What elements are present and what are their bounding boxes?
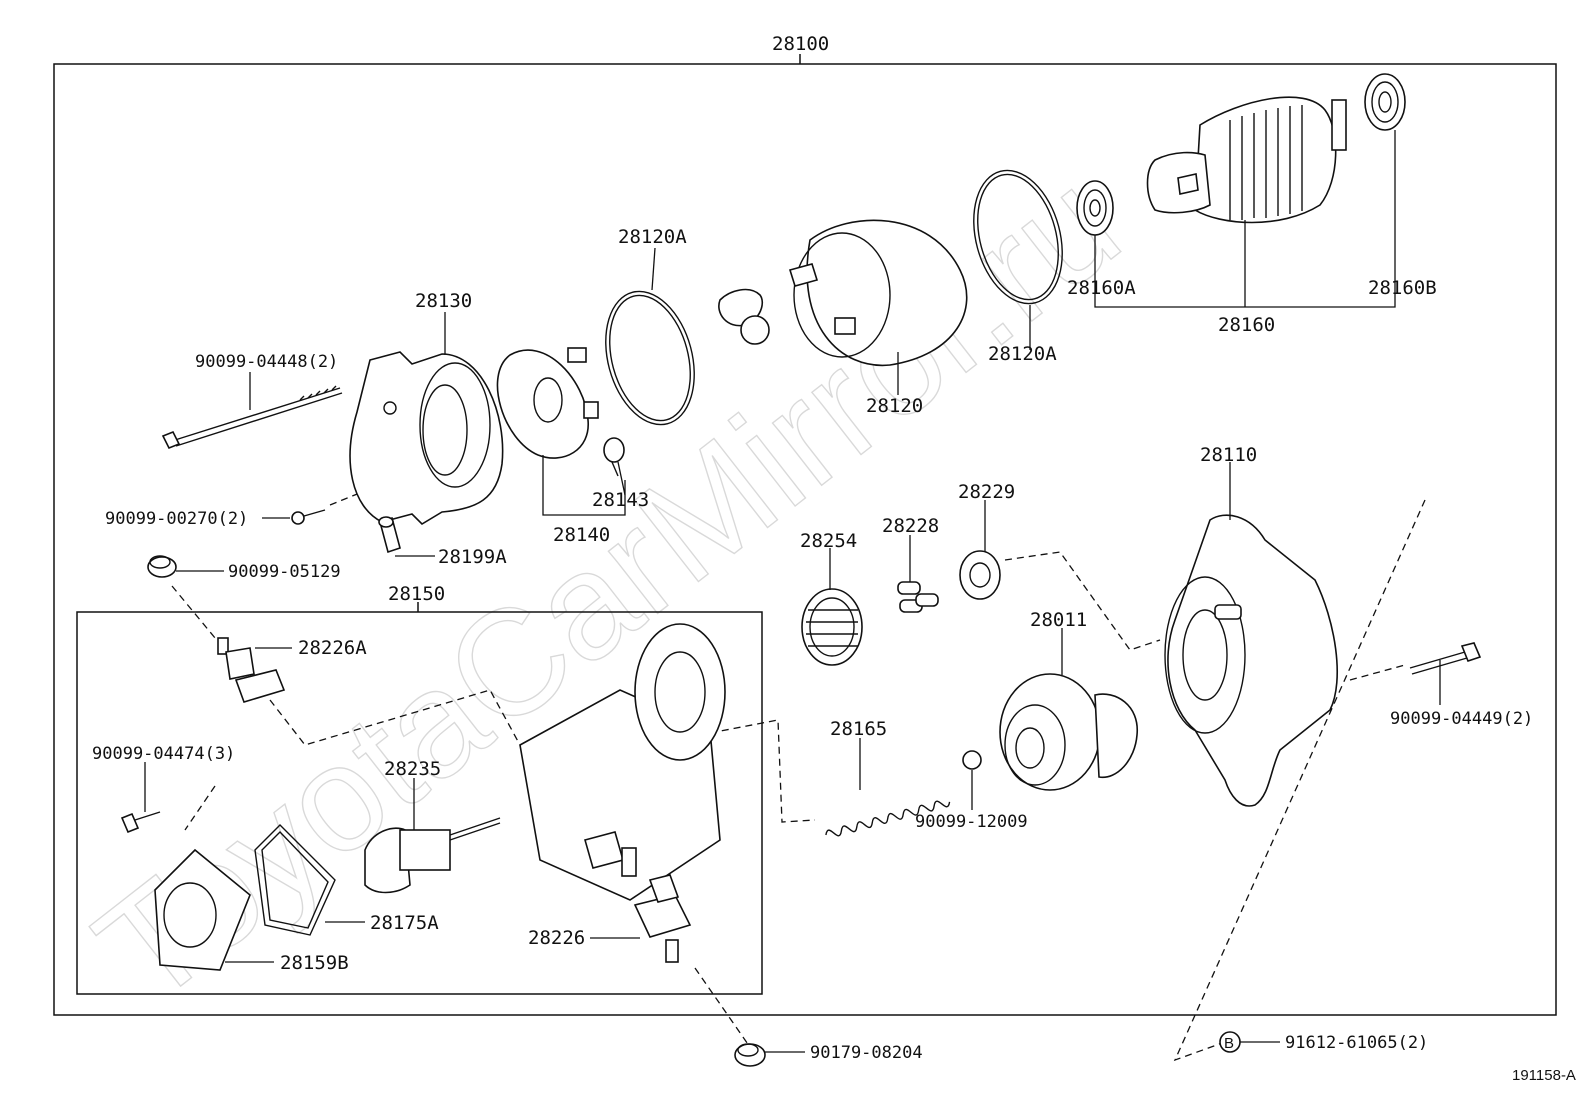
armature-28160 [1146, 96, 1347, 224]
end-cover-28130 [349, 351, 504, 526]
dashed-line-frame-bolt [1349, 664, 1406, 681]
label-90099-05129: 90099-05129 [228, 562, 341, 582]
dashed-line-nut [694, 967, 753, 1051]
through-bolt-90099-04448 [161, 385, 343, 450]
cover-28159B [154, 848, 251, 971]
solenoid-housing-28150 [519, 623, 726, 901]
o-ring-28120A-left-inner [609, 294, 691, 422]
label-90179-08204: 90179-08204 [810, 1043, 923, 1063]
clutch-28011 [999, 673, 1138, 791]
label-28160A: 28160A [1067, 277, 1136, 299]
label-28199A: 28199A [438, 546, 507, 568]
label-91612-61065: 91612-61065(2) [1285, 1033, 1428, 1053]
terminal-28226 [633, 874, 692, 963]
yoke-28120 [718, 219, 968, 367]
label-90099-04448: 90099-04448(2) [195, 352, 338, 372]
b-marker: B [1224, 1035, 1234, 1052]
bolt-90099-04474 [120, 811, 161, 834]
label-28228: 28228 [882, 515, 939, 537]
dashed-line-b-marker [1173, 499, 1426, 1062]
plug-90099-05129 [147, 555, 177, 578]
gasket-28175A [254, 824, 336, 936]
retainer-28229 [959, 550, 1001, 600]
label-28150: 28150 [388, 583, 445, 605]
label-28160B: 28160B [1368, 277, 1437, 299]
label-28160: 28160 [1218, 314, 1275, 336]
bearing-28160A [1076, 180, 1114, 236]
leader-lines [144, 130, 1441, 1053]
gear-28254 [801, 588, 863, 666]
label-28120A-top: 28120A [618, 226, 687, 248]
label-90099-04474: 90099-04474(3) [92, 744, 235, 764]
rollers-28228 [897, 581, 939, 613]
label-28100: 28100 [772, 33, 829, 55]
screw-90099-00270 [291, 509, 326, 525]
b-marker-circle [1219, 1031, 1241, 1053]
bearing-28160B [1364, 73, 1406, 131]
label-28254: 28254 [800, 530, 857, 552]
dashed-line-plug [171, 585, 226, 651]
o-ring-28120A-left [605, 290, 695, 426]
o-ring-28120A-right-inner [977, 173, 1059, 301]
label-28226A: 28226A [298, 637, 367, 659]
label-28130: 28130 [415, 290, 472, 312]
label-28159B: 28159B [280, 952, 349, 974]
label-90099-04449: 90099-04449(2) [1390, 709, 1533, 729]
label-28140: 28140 [553, 524, 610, 546]
assembly-28150-frame [76, 611, 763, 995]
label-28235: 28235 [384, 758, 441, 780]
bolt-90099-04449 [1409, 642, 1482, 675]
plunger-28235 [364, 817, 501, 894]
drive-housing-28110 [1164, 514, 1339, 807]
label-28175A: 28175A [370, 912, 439, 934]
figure-id: 191158-A [1512, 1067, 1576, 1084]
ball-90099-12009 [962, 750, 982, 770]
label-90099-00270: 90099-00270(2) [105, 509, 248, 529]
brush-holder-28140 [496, 347, 599, 459]
label-28120: 28120 [866, 395, 923, 417]
dashed-line-spring [709, 719, 816, 823]
label-90099-12009: 90099-12009 [915, 812, 1028, 832]
label-28110: 28110 [1200, 444, 1257, 466]
dashed-line-terminal [269, 689, 521, 746]
nut-90179-08204 [734, 1043, 766, 1067]
label-28229: 28229 [958, 481, 1015, 503]
assembly-28100-frame [53, 63, 1557, 1016]
dashed-line-cover-bolt [184, 785, 216, 831]
label-28143: 28143 [592, 489, 649, 511]
part-28199A [378, 516, 401, 554]
o-ring-28120A-right [973, 169, 1063, 305]
clip-28143 [603, 437, 625, 477]
spring-28165 [825, 800, 951, 837]
label-28165: 28165 [830, 718, 887, 740]
dashed-line-retainer [1004, 551, 1161, 651]
label-28011: 28011 [1030, 609, 1087, 631]
label-28120A-right: 28120A [988, 343, 1057, 365]
terminal-28226A [217, 637, 286, 703]
label-28226: 28226 [528, 927, 585, 949]
